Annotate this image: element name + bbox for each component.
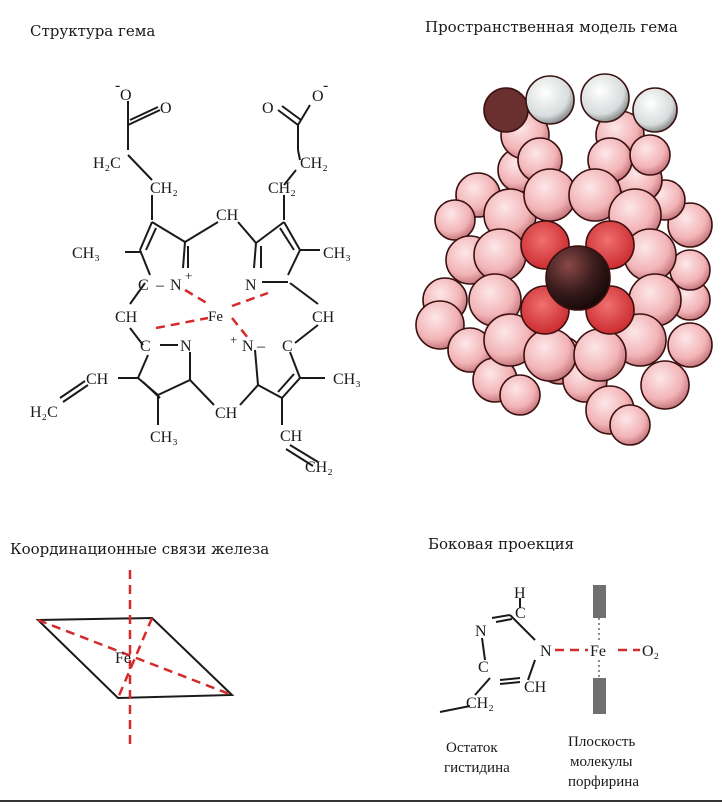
porphyrin-caption-line2: молекулы [570,754,632,770]
bond-dash-lower: – [256,338,266,355]
atom-o-left-double: O [160,100,172,117]
side-atom-c-top: C [515,605,526,622]
meso-ch-bottom: CH [215,405,238,422]
porphyrin-caption-line1: Плоскость [568,734,635,750]
side-atom-ch2: CH₂ [466,695,494,712]
side-atom-n2: N [540,643,552,660]
atom-n-upper-left: N [170,277,182,294]
atom-fe: Fe [208,309,223,325]
space-model-title: Пространственная модель гема [425,18,678,36]
side-atom-h: H [514,585,526,602]
atom-c-left: C [138,277,149,294]
carboxylate-minus: - [115,77,120,94]
n-plus-lower-right: + [230,332,237,347]
atom-c-lower-left: C [140,338,151,355]
side-atom-n1: N [475,623,487,640]
structure-title: Структура гема [30,22,156,40]
ch3-lower-right: CH₃ [333,371,361,388]
side-atom-c: C [478,659,489,676]
bond-dash: – [155,277,165,294]
meso-ch-right: CH [312,309,335,326]
porphyrin-caption-line3: порфирина [568,774,639,790]
vinyl-ch-left: CH [86,371,109,388]
porphyrin-plane-top [593,585,606,618]
coordination-title: Координационные связи железа [10,540,270,558]
histidine-caption-line2: гистидина [444,760,510,776]
vinyl-ch2-right: CH₂ [305,459,333,476]
ch2-left-lower: CH₂ [150,180,178,197]
ch2-right-upper: CH₂ [300,155,328,172]
atom-n-lower-left: N [180,338,192,355]
atom-n-upper-right: N [245,277,257,294]
carboxylate-minus-right: - [323,77,328,94]
ch3-right: CH₃ [323,245,351,262]
atom-o-right: O [262,100,274,117]
ch2-right-lower: CH₂ [268,180,296,197]
ch3-lower-left: CH₃ [150,429,178,446]
meso-ch-left: CH [115,309,138,326]
atom-o-right-single: O [312,88,324,105]
n-plus-upper-left: + [185,268,192,283]
meso-ch-top: CH [216,207,239,224]
side-atom-ch: CH [524,679,547,696]
atom-c-lower-right: C [282,338,293,355]
ch2-left-upper: H₂C [93,155,121,172]
side-atom-o2: O₂ [642,643,659,660]
side-projection-title: Боковая проекция [428,535,575,553]
vinyl-ch-right: CH [280,428,303,445]
coordination-fe-label: Fe [115,650,131,667]
side-atom-fe: Fe [590,643,606,660]
bottom-rule [0,800,722,802]
histidine-caption-line1: Остаток [446,740,498,756]
atom-n-lower-right: N [242,338,254,355]
porphyrin-plane-bottom [593,678,606,714]
ch3-left: CH₃ [72,245,100,262]
vinyl-h2c-left: H₂C [30,404,58,421]
atom-o-left: O [120,87,132,104]
